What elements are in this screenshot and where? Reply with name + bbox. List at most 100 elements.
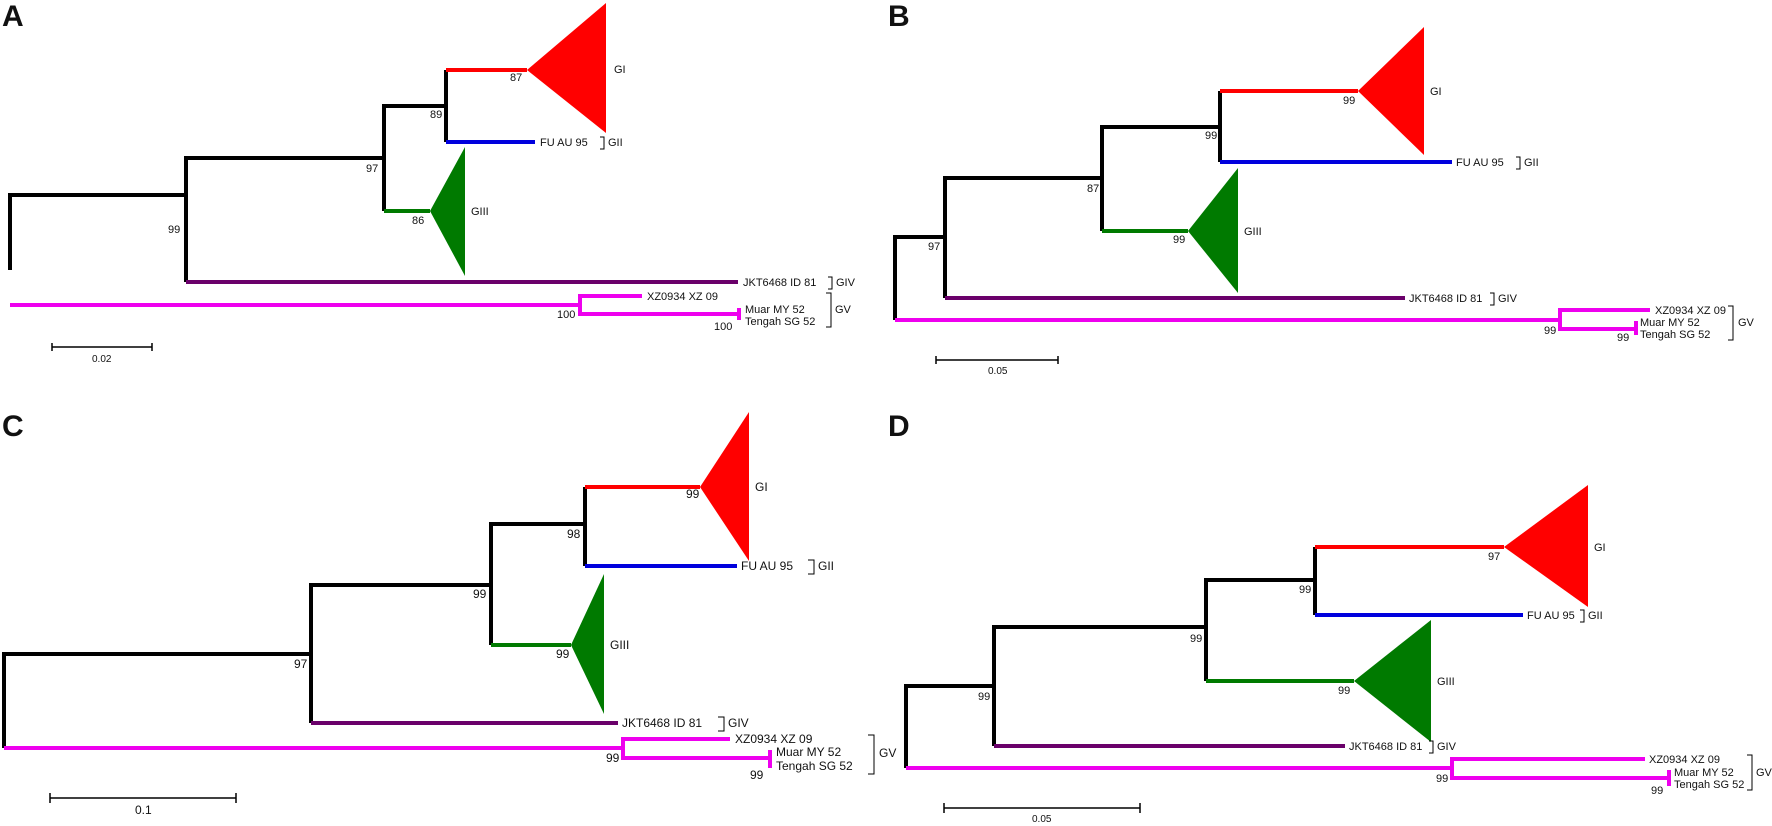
clade-bracket: [1580, 609, 1585, 623]
genotype-label-giv: GIV: [1498, 293, 1518, 305]
panel-d: D GI 97 FU AU 95 GII 99 GIII 99 99 JKT64…: [888, 410, 1772, 825]
scale-bar-label: 0.02: [92, 354, 112, 365]
taxon-xz: XZ0934 XZ 09: [735, 732, 813, 746]
taxon-muar: Muar MY 52: [745, 304, 805, 316]
taxon-jkt: JKT6468 ID 81: [743, 277, 816, 289]
gi-clade-triangle: [527, 3, 606, 133]
genotype-label-giii: GIII: [610, 638, 629, 652]
bootstrap-giii: 99: [1173, 234, 1185, 246]
genotype-label-gi: GI: [614, 64, 626, 76]
clade-bracket: [1728, 305, 1734, 341]
gv-branch: [895, 308, 1650, 322]
genotype-label-gv: GV: [879, 746, 896, 760]
bootstrap-gi: 99: [686, 487, 700, 501]
bootstrap-root: 99: [168, 224, 180, 236]
taxon-jkt: JKT6468 ID 81: [1349, 741, 1422, 753]
taxon-fu: FU AU 95: [1527, 610, 1575, 622]
tree-backbone: [904, 547, 1317, 768]
bootstrap-muar-tengah: 99: [1617, 332, 1629, 344]
bootstrap-node-89: 89: [430, 109, 442, 121]
gi-clade-triangle: [700, 412, 749, 561]
taxon-fu: FU AU 95: [540, 137, 588, 149]
clade-bracket: [868, 734, 875, 775]
panel-letter-c: C: [2, 410, 24, 443]
clade-bracket: [826, 292, 832, 328]
bootstrap-gv: 99: [1544, 325, 1556, 337]
genotype-label-giii: GIII: [471, 206, 489, 218]
gv-branch: [906, 757, 1645, 770]
scale-bar-label: 0.05: [1032, 814, 1052, 825]
genotype-label-gii: GII: [1524, 157, 1539, 169]
taxon-muar: Muar MY 52: [1640, 317, 1700, 329]
bootstrap-node-99a: 99: [1190, 633, 1202, 645]
genotype-label-gi: GI: [1430, 86, 1442, 98]
taxon-muar: Muar MY 52: [776, 745, 841, 759]
gi-clade-triangle: [1358, 27, 1424, 155]
bootstrap-node-87: 87: [1087, 183, 1099, 195]
scale-bar-label: 0.1: [135, 803, 152, 817]
genotype-label-gii: GII: [1588, 610, 1603, 622]
bootstrap-node-99: 99: [1205, 130, 1217, 142]
bootstrap-node-98: 98: [567, 527, 581, 541]
genotype-label-gv: GV: [835, 304, 852, 316]
taxon-fu: FU AU 95: [1456, 157, 1504, 169]
taxon-xz: XZ0934 XZ 09: [1649, 754, 1720, 766]
clade-bracket: [600, 136, 605, 150]
bootstrap-node-99: 99: [473, 587, 487, 601]
bootstrap-giii: 99: [1338, 685, 1350, 697]
bootstrap-root: 97: [928, 241, 940, 253]
taxon-xz: XZ0934 XZ 09: [647, 291, 718, 303]
genotype-label-gv: GV: [1756, 767, 1772, 779]
bootstrap-gi: 87: [510, 72, 522, 84]
bootstrap-gi: 97: [1488, 551, 1500, 563]
bootstrap-muar-tengah: 99: [1651, 785, 1663, 797]
bootstrap-giii: 86: [412, 215, 424, 227]
taxon-xz: XZ0934 XZ 09: [1655, 305, 1726, 317]
bootstrap-gv: 100: [557, 309, 575, 321]
clade-bracket: [718, 716, 725, 732]
bootstrap-giii: 99: [556, 647, 570, 661]
clade-bracket: [1490, 292, 1495, 306]
giii-clade-triangle: [1354, 620, 1431, 742]
giii-clade-triangle: [430, 147, 465, 276]
gv-branch: [10, 294, 642, 307]
bootstrap-gv: 99: [606, 751, 620, 765]
genotype-label-gi: GI: [755, 480, 768, 494]
panel-c: C GI 99 FU AU 95 GII 98 GIII 99 99 JKT64…: [2, 410, 896, 817]
taxon-muar: Muar MY 52: [1674, 767, 1734, 779]
genotype-label-gii: GII: [818, 559, 834, 573]
genotype-label-gii: GII: [608, 137, 623, 149]
genotype-label-gv: GV: [1738, 317, 1755, 329]
bootstrap-root: 97: [294, 657, 308, 671]
clade-bracket: [1747, 754, 1753, 791]
genotype-label-gi: GI: [1594, 542, 1606, 554]
panel-letter-a: A: [2, 0, 24, 33]
taxon-tengah: Tengah SG 52: [776, 759, 853, 773]
gv-branch: [1450, 768, 1669, 780]
genotype-label-giv: GIV: [728, 716, 749, 730]
gi-clade-triangle: [1504, 485, 1588, 607]
bootstrap-node-99b: 99: [1299, 584, 1311, 596]
tree-backbone: [8, 70, 448, 270]
panel-a: A GI 87 FU AU 95 GII 89 GIII 86 97 JKT64…: [2, 0, 856, 365]
bootstrap-root: 99: [978, 691, 990, 703]
bootstrap-gi: 99: [1343, 95, 1355, 107]
taxon-tengah: Tengah SG 52: [1640, 329, 1710, 341]
gv-branch: [578, 305, 739, 316]
bootstrap-muar-tengah: 100: [714, 321, 732, 333]
taxon-jkt: JKT6468 ID 81: [622, 716, 702, 730]
clade-bracket: [1516, 156, 1521, 170]
panel-b: B GI 99 FU AU 95 GII 99 GIII 99 87 JKT64…: [888, 0, 1755, 377]
panel-letter-d: D: [888, 410, 910, 443]
gv-branch: [4, 737, 730, 750]
bootstrap-node-97: 97: [366, 163, 378, 175]
genotype-label-giii: GIII: [1244, 226, 1262, 238]
clade-bracket: [828, 276, 833, 290]
tree-backbone: [2, 487, 587, 748]
taxon-tengah: Tengah SG 52: [1674, 779, 1744, 791]
gv-branch: [1558, 320, 1636, 331]
giii-clade-triangle: [571, 574, 604, 714]
bootstrap-muar-tengah: 99: [750, 768, 764, 782]
taxon-jkt: JKT6468 ID 81: [1409, 293, 1482, 305]
